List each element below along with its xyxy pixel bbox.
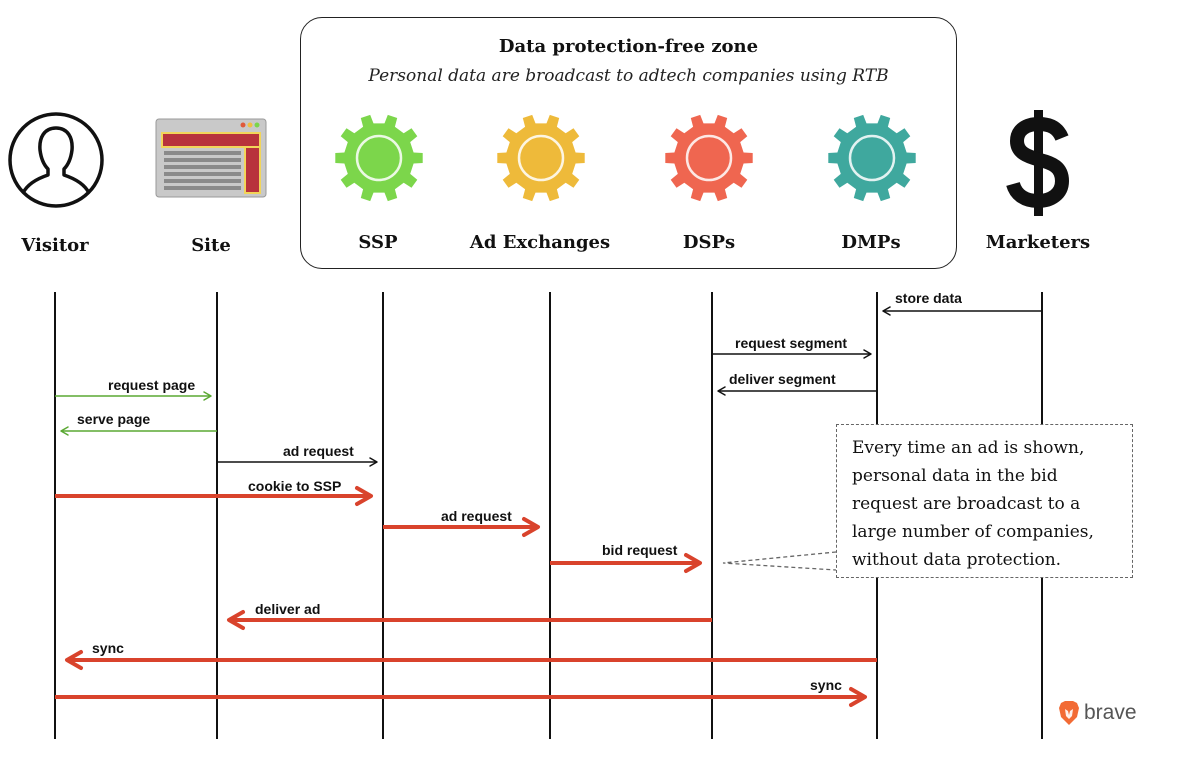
- message-arrow-head: [522, 517, 540, 537]
- lifeline-dsps: [711, 292, 713, 739]
- callout-box: [836, 424, 1133, 578]
- gear-body: [665, 114, 753, 202]
- gear-ring: [517, 134, 565, 182]
- message-arrow-head: [849, 687, 867, 707]
- webpage-icon: [155, 118, 267, 198]
- message-label: serve page: [77, 411, 151, 427]
- actor-label-ssp: SSP: [358, 232, 398, 253]
- person-silhouette-icon: [8, 112, 104, 208]
- message-arrow-head: [203, 391, 212, 401]
- gear-icon: [665, 114, 753, 202]
- message-arrow-head: [684, 553, 702, 573]
- message-label: request page: [108, 377, 196, 393]
- gear-icon: [828, 114, 916, 202]
- brand-name: brave: [1084, 701, 1137, 724]
- message-arrow-head: [369, 457, 378, 467]
- gear-ring: [848, 134, 896, 182]
- gear-body: [335, 114, 423, 202]
- actor-label-visitor: Visitor: [21, 235, 89, 256]
- actor-label-site: Site: [191, 235, 231, 256]
- message-label: store data: [895, 290, 962, 306]
- dollar-sign-icon: [1006, 110, 1070, 216]
- message-label: sync: [810, 677, 842, 693]
- gear-ring: [685, 134, 733, 182]
- zone-title: Data protection-free zone: [498, 36, 759, 57]
- brand-logo: brave: [1058, 700, 1137, 726]
- lifeline-visitor: [54, 292, 56, 739]
- gear-body: [497, 114, 585, 202]
- actor-label-dsps: DSPs: [682, 232, 736, 253]
- message-arrow-head: [863, 349, 872, 359]
- actor-label-marketers: Marketers: [985, 232, 1091, 253]
- actor-label-ad-exchanges: Ad Exchanges: [469, 232, 611, 253]
- gear-ring: [355, 134, 403, 182]
- lifeline-ssp: [382, 292, 384, 739]
- message-arrow-head: [65, 650, 83, 670]
- message-arrow-head: [717, 386, 726, 396]
- gear-icon: [335, 114, 423, 202]
- message-label: cookie to SSP: [248, 478, 342, 494]
- message-label: ad request: [441, 508, 512, 524]
- callout-text: Every time an ad is shown, personal data…: [852, 438, 1094, 570]
- message-label: ad request: [283, 443, 354, 459]
- data-protection-free-zone: [300, 17, 957, 269]
- brave-lion-icon: [1059, 701, 1079, 725]
- message-label: request segment: [735, 335, 848, 351]
- message-label: bid request: [602, 542, 678, 558]
- message-arrow-head: [60, 426, 69, 436]
- message-label: deliver segment: [729, 371, 836, 387]
- gear-body: [828, 114, 916, 202]
- lifeline-ad-exchanges: [549, 292, 551, 739]
- actor-label-dmps: DMPs: [841, 232, 901, 253]
- message-label: sync: [92, 640, 124, 656]
- message-arrow-head: [882, 306, 891, 316]
- zone-subtitle: Personal data are broadcast to adtech co…: [368, 66, 889, 86]
- message-arrow-head: [227, 610, 245, 630]
- message-label: deliver ad: [255, 601, 321, 617]
- lifeline-site: [216, 292, 218, 739]
- message-arrow-head: [355, 486, 373, 506]
- gear-icon: [497, 114, 585, 202]
